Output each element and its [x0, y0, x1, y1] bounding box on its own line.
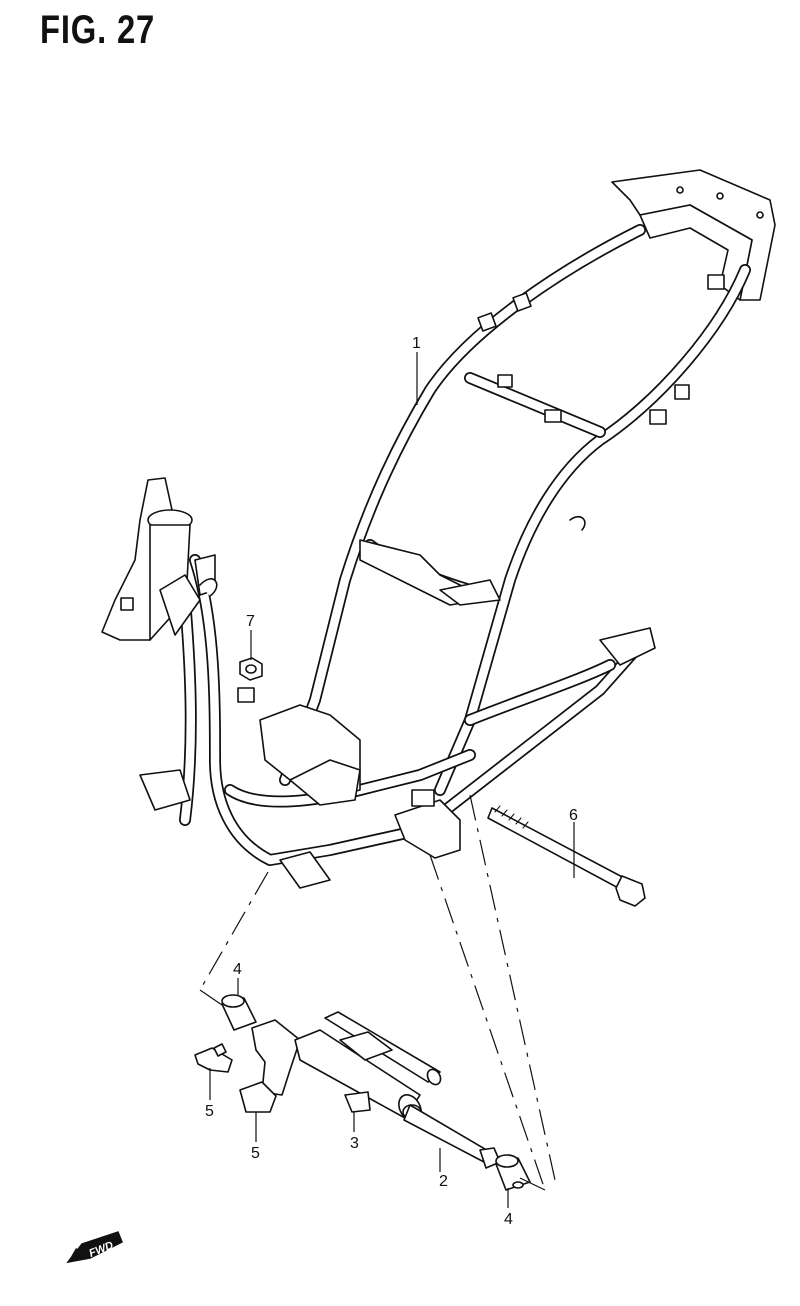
- callout-hanger: 3: [350, 1135, 359, 1152]
- frame-right-rail: [434, 264, 751, 796]
- figure-title: FIG. 27: [40, 8, 156, 52]
- frame-engine-mount: [139, 627, 656, 889]
- stopper-left: [194, 1043, 233, 1073]
- callout-stopper-right: 5: [251, 1145, 260, 1162]
- callout-bush-lower: 4: [504, 1211, 513, 1228]
- frame-head-pipe: [101, 477, 216, 641]
- callout-stopper-left: 5: [205, 1103, 214, 1120]
- bush-upper: [221, 994, 257, 1031]
- frame-left-rail: [279, 224, 646, 786]
- leader-lines: [199, 352, 575, 1208]
- bush-lower: [495, 1154, 531, 1191]
- nut: [239, 657, 263, 681]
- bolt: [487, 805, 646, 907]
- callout-bush-upper: 4: [233, 961, 242, 978]
- stopper-right: [239, 1081, 277, 1113]
- frame-tabs: [199, 274, 725, 703]
- shaft: [402, 1104, 501, 1169]
- callout-shaft: 2: [439, 1173, 448, 1190]
- callout-frame: 1: [412, 335, 421, 352]
- callout-bolt: 6: [569, 807, 578, 824]
- fwd-arrow-icon: FWD: [66, 1231, 123, 1264]
- frame-body: [101, 169, 776, 889]
- callout-nut: 7: [246, 613, 255, 630]
